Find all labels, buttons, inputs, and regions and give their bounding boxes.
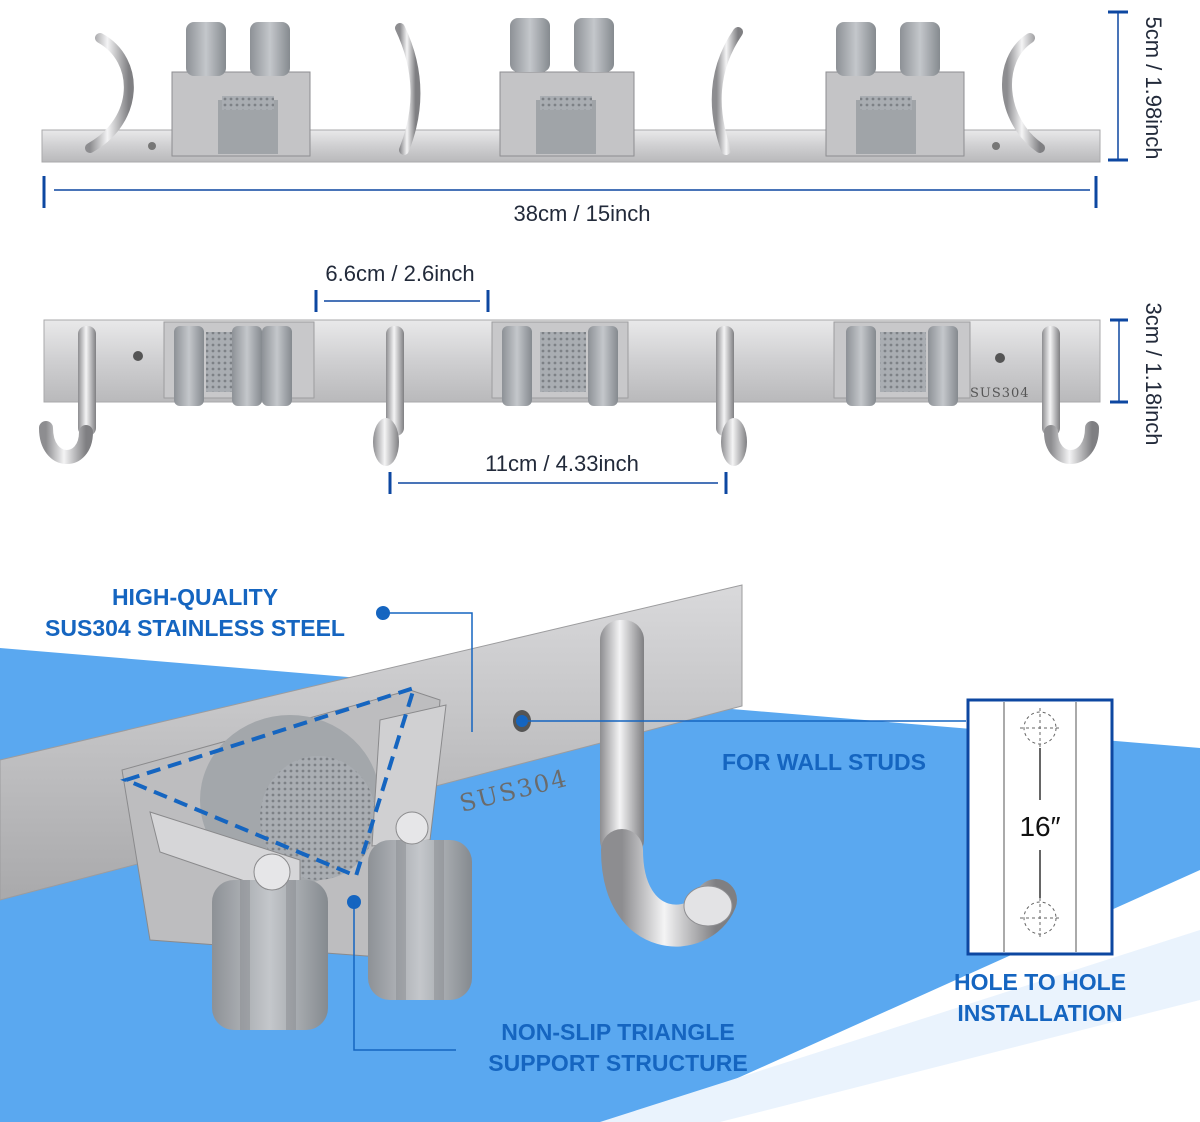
mop-clip-closeup xyxy=(120,684,472,1030)
grip-pad-right xyxy=(368,811,472,1000)
mop-clip xyxy=(825,22,965,157)
hook xyxy=(395,23,421,155)
hook-closeup xyxy=(600,620,737,947)
callout-triangle-line1: NON-SLIP TRIANGLE xyxy=(501,1019,734,1045)
callout-steel: HIGH-QUALITY SUS304 STAINLESS STEEL xyxy=(45,584,473,732)
stud-diagram: 16″ xyxy=(966,698,1114,956)
callout-installation: HOLE TO HOLE INSTALLATION xyxy=(954,969,1126,1026)
callout-triangle-line2: SUPPORT STRUCTURE xyxy=(488,1050,747,1076)
callout-triangle: NON-SLIP TRIANGLE SUPPORT STRUCTURE xyxy=(347,895,748,1076)
grip-pad-left xyxy=(212,853,328,1030)
material-stamp: SUS304 xyxy=(970,386,1030,401)
hook xyxy=(1042,326,1099,464)
callout-install-line1: HOLE TO HOLE xyxy=(954,969,1126,995)
mop-clip xyxy=(163,321,315,406)
dimension-height-top: 5cm / 1.98inch xyxy=(1108,10,1166,162)
dimension-height-rail: 3cm / 1.18inch xyxy=(1110,302,1166,446)
triangle-support-outline xyxy=(120,684,418,879)
hook xyxy=(1002,33,1045,153)
dimension-label-hook-spacing: 11cm / 4.33inch xyxy=(485,451,639,476)
hook xyxy=(716,326,747,466)
stud-spacing-label: 16″ xyxy=(1019,811,1060,842)
dimension-label-length-total: 38cm / 15inch xyxy=(514,201,651,226)
callout-steel-line2: SUS304 STAINLESS STEEL xyxy=(45,615,345,641)
dimension-clip-spacing: 6.6cm / 2.6inch xyxy=(314,261,490,312)
detail-closeup: SUS304 xyxy=(0,584,1200,1122)
mop-clip xyxy=(499,18,635,157)
top-product-view xyxy=(41,18,1101,163)
front-product-view: SUS304 xyxy=(39,319,1101,466)
mop-clip xyxy=(491,321,629,406)
hook xyxy=(85,33,134,153)
hook xyxy=(39,326,96,464)
mop-clip xyxy=(171,22,311,157)
dimension-label-height-top: 5cm / 1.98inch xyxy=(1141,16,1166,159)
dimension-length-total: 38cm / 15inch xyxy=(42,176,1098,226)
callout-wall-studs-label: FOR WALL STUDS xyxy=(722,749,926,775)
hook xyxy=(711,27,743,155)
dimension-label-height-rail: 3cm / 1.18inch xyxy=(1141,302,1166,445)
dimension-label-clip-spacing: 6.6cm / 2.6inch xyxy=(325,261,474,286)
callout-install-line2: INSTALLATION xyxy=(957,1000,1122,1026)
callout-steel-line1: HIGH-QUALITY xyxy=(112,584,278,610)
hook xyxy=(373,326,404,466)
dimension-hook-spacing: 11cm / 4.33inch xyxy=(388,451,728,494)
mop-clip xyxy=(833,321,971,406)
callout-wall-studs: FOR WALL STUDS xyxy=(516,715,966,775)
